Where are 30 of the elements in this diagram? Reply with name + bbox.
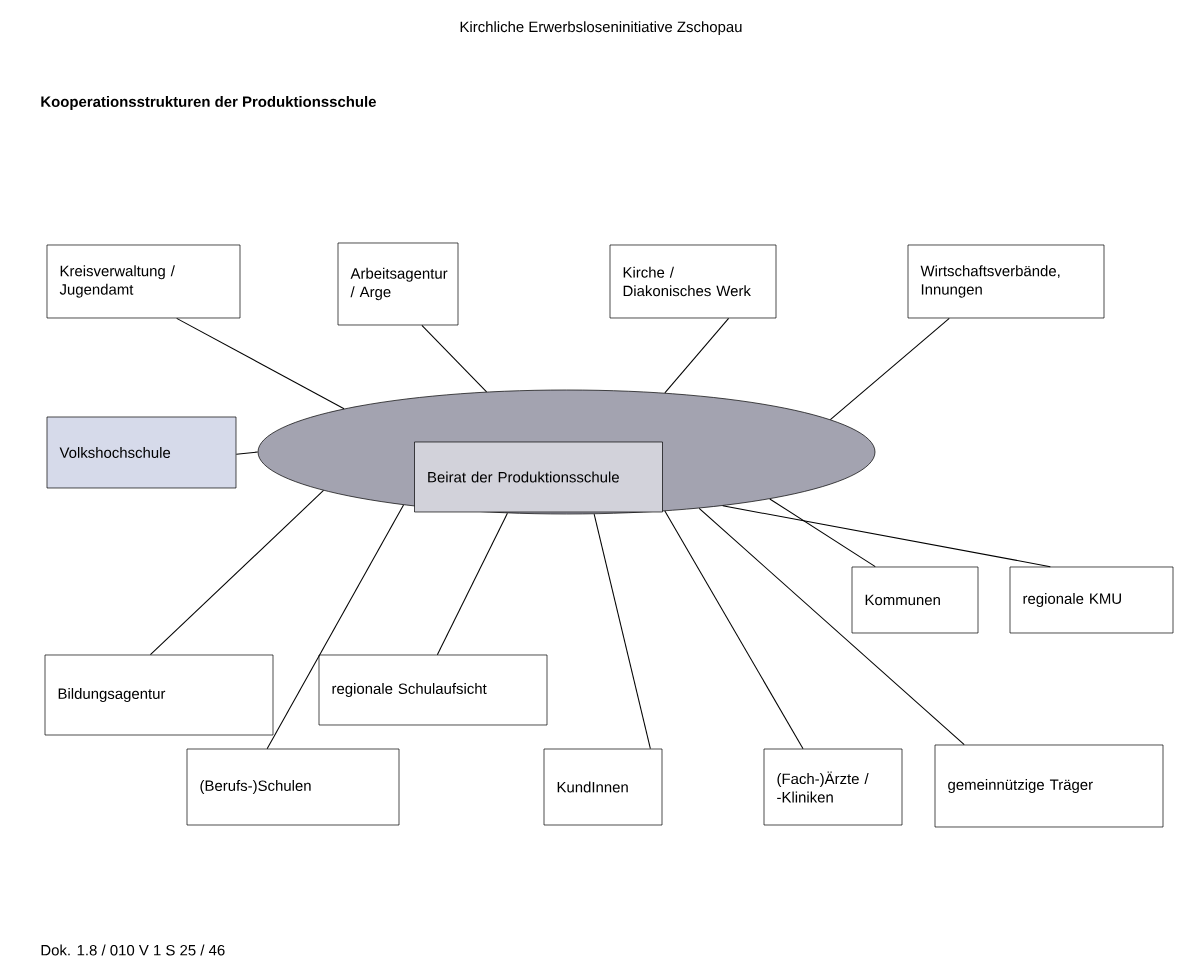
- connector-line: [235, 451, 259, 455]
- partner-box: (Fach-)Ärzte / -Kliniken: [763, 748, 903, 826]
- title: Kooperationsstrukturen der Produktionsschule: [41, 96, 376, 110]
- connector-line: [664, 317, 730, 394]
- connector-line: [593, 513, 651, 750]
- connector-line: [698, 507, 965, 746]
- partner-box: gemeinnützige Träger: [934, 744, 1164, 828]
- partner-box: KundInnen: [543, 748, 663, 826]
- connector-line: [664, 510, 804, 750]
- partner-box: Volkshochschule: [46, 416, 237, 489]
- partner-box: Arbeitsagentur / Arge: [337, 242, 459, 326]
- partner-box: Kirche / Diakonisches Werk: [609, 244, 777, 319]
- header-text: Kirchliche Erwerbsloseninitiative Zschopau: [460, 21, 742, 36]
- connector-line: [436, 512, 508, 656]
- connector-line: [769, 498, 876, 568]
- connector-line: [176, 317, 345, 410]
- connector-line: [421, 324, 488, 393]
- partner-box: regionale Schulaufsicht: [318, 654, 548, 726]
- partner-box: regionale KMU: [1009, 566, 1174, 634]
- partner-box: (Berufs-)Schulen: [186, 748, 400, 826]
- footer-text: Dok. 1.8 / 010 V 1 S 25 / 46: [41, 944, 225, 956]
- connector-line: [829, 317, 950, 421]
- board-box: Beirat der Produktionsschule: [414, 441, 663, 513]
- partner-box: Kreisverwaltung / Jugendamt: [46, 244, 241, 319]
- partner-box: Wirtschaftsverbände, Innungen: [907, 244, 1105, 319]
- connector-line: [266, 504, 405, 750]
- connector-line: [149, 489, 325, 656]
- connector-line: [722, 505, 1051, 568]
- partner-box: Kommunen: [851, 566, 979, 634]
- partner-box: Bildungsagentur: [44, 654, 274, 736]
